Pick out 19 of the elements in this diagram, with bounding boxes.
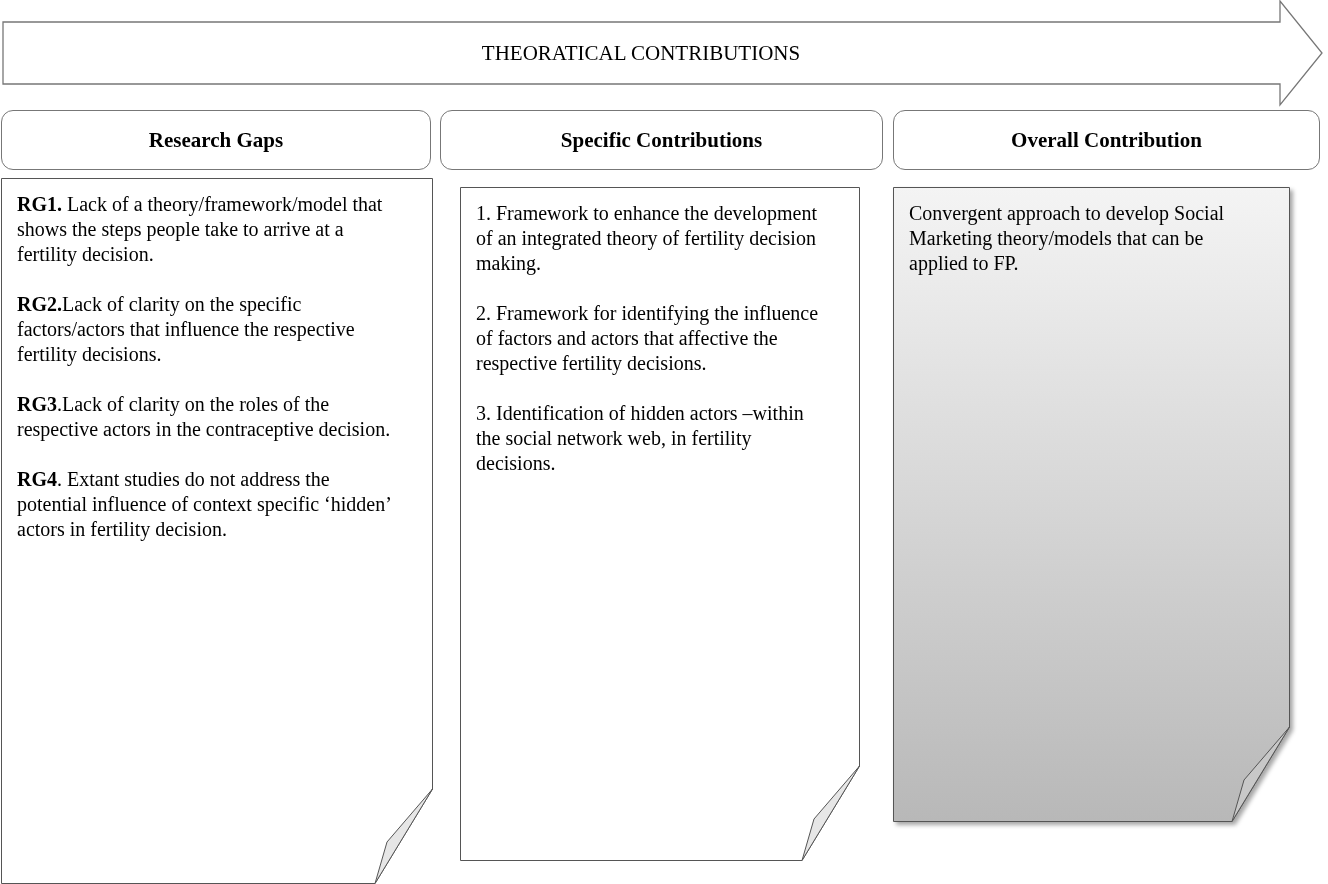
header-text: Specific Contributions [560,127,763,153]
note-card [893,187,1290,822]
column-header [440,110,883,170]
header-text: Research Gaps [148,127,284,153]
banner-arrow [2,0,1324,106]
note-card [460,187,860,861]
contribution-text: 2. Framework for identifying the influence of factors and actors that affective the respective fertility decisions. [476,301,820,376]
header-text: Overall Contribution [1011,127,1202,153]
research-gap-text: RG3.Lack of clarity on the roles of the respective actors in the contraceptive decision. [17,392,392,442]
research-gap-text: RG2.Lack of clarity on the specific factors/actors that influence the respective fertility decisions. [17,292,356,367]
column-header [1,110,431,170]
banner-title: THEORATICAL CONTRIBUTIONS [481,40,801,66]
contribution-text: 1. Framework to enhance the development of an integrated theory of fertility decision making. [476,201,818,276]
contribution-text: Convergent approach to develop Social Marketing theory/models that can be applied to FP. [909,201,1226,276]
research-gap-text: RG4. Extant studies do not address the potential influence of context specific ‘hidden’ actors in fertility decision. [17,467,392,542]
research-gap-text: RG1. Lack of a theory/framework/model that shows the steps people take to arrive at a fertility decision. [17,192,384,267]
column-header [893,110,1320,170]
note-card [1,178,433,884]
contribution-text: 3. Identification of hidden actors –within the social network web, in fertility decisions. [476,401,805,476]
